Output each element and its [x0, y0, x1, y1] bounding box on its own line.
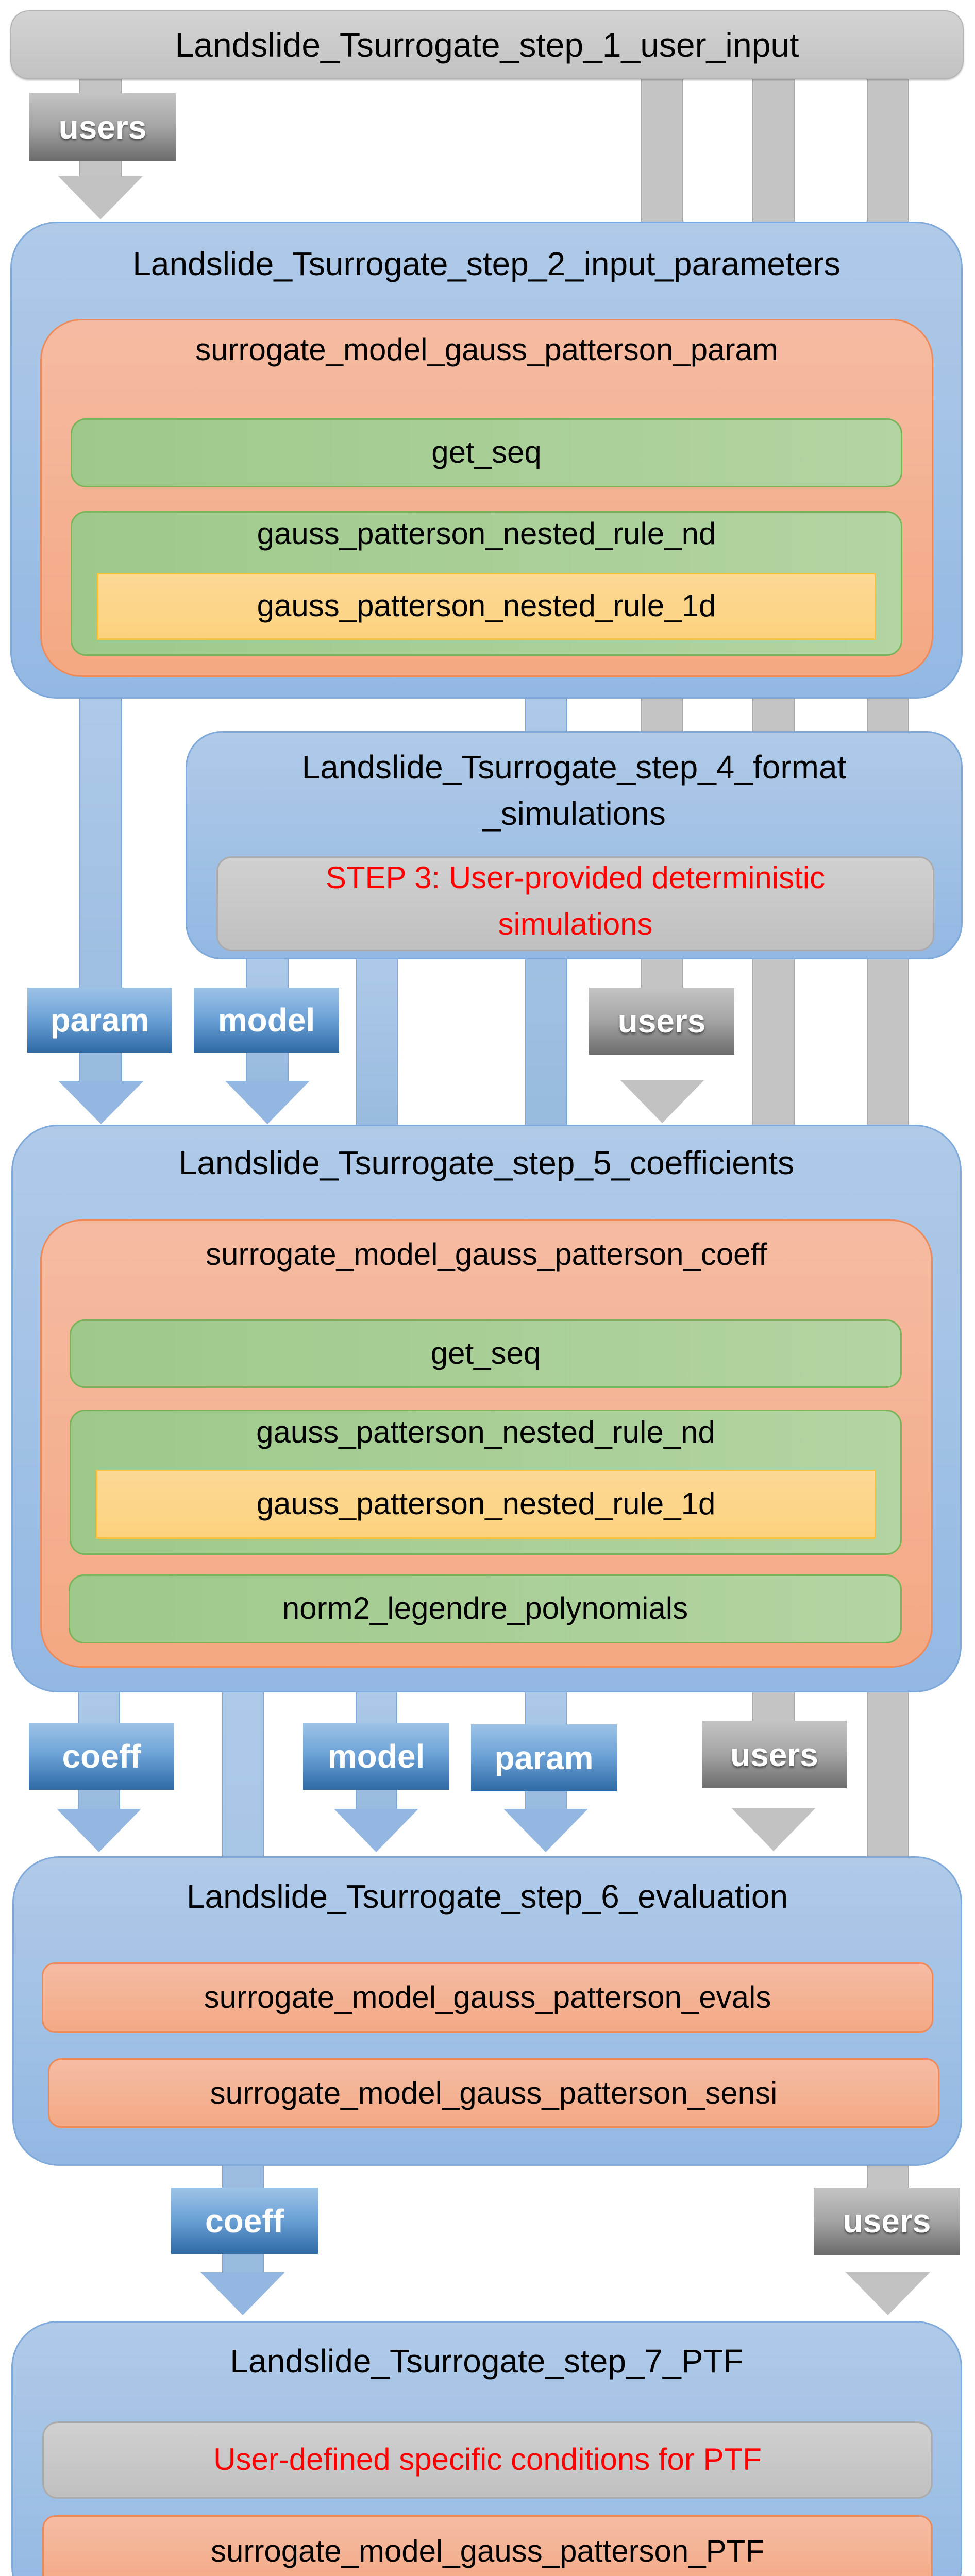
- step3-user-simulations-box: STEP 3: User-provided deterministic simu…: [216, 856, 934, 951]
- step2-title: Landslide_Tsurrogate_step_2_input_parame…: [132, 245, 840, 282]
- step5-title: Landslide_Tsurrogate_step_5_coefficients: [178, 1144, 795, 1181]
- flow-label-model-2: model: [303, 1723, 449, 1790]
- arrowhead-model-2: [334, 1809, 418, 1852]
- step3-label-line1: STEP 3: User-provided deterministic: [325, 860, 826, 895]
- flow-label-users-2: users: [589, 988, 734, 1055]
- step1-title: Landslide_Tsurrogate_step_1_user_input: [175, 26, 799, 64]
- step2-function-get-seq-label: get_seq: [431, 435, 542, 469]
- step5-function-norm2: norm2_legendre_polynomials: [69, 1574, 902, 1643]
- step4-title-line2: _simulations: [482, 795, 666, 832]
- flow-label-users-1: users: [29, 93, 176, 161]
- arrowhead-users-4: [846, 2272, 930, 2315]
- step6-module-evals: surrogate_model_gauss_patterson_evals: [42, 1962, 933, 2033]
- step2-module-box: surrogate_model_gauss_patterson_param ge…: [40, 319, 933, 677]
- step6-title: Landslide_Tsurrogate_step_6_evaluation: [186, 1878, 788, 1915]
- step5-module-box: surrogate_model_gauss_patterson_coeff ge…: [40, 1219, 933, 1668]
- flow-label-coeff-1: coeff: [29, 1723, 174, 1790]
- step3-label-line2: simulations: [498, 907, 653, 941]
- step5-nested-1d: gauss_patterson_nested_rule_1d: [96, 1470, 876, 1539]
- step6-module-sensi: surrogate_model_gauss_patterson_sensi: [48, 2058, 939, 2128]
- flow-label-users-4: users: [814, 2188, 960, 2255]
- step7-module-ptf: surrogate_model_gauss_patterson_PTF: [42, 2515, 933, 2576]
- step7-module-ptf-label: surrogate_model_gauss_patterson_PTF: [211, 2534, 764, 2568]
- step6-module-sensi-label: surrogate_model_gauss_patterson_sensi: [210, 2076, 778, 2110]
- arrowhead-coeff-1: [57, 1809, 141, 1852]
- flow-label-coeff-2: coeff: [171, 2188, 318, 2254]
- step2-function-get-seq: get_seq: [71, 418, 902, 487]
- step5-function-nd-label: gauss_patterson_nested_rule_nd: [256, 1415, 715, 1449]
- step5-function-get-seq-label: get_seq: [430, 1336, 541, 1370]
- step5-function-norm2-label: norm2_legendre_polynomials: [282, 1591, 688, 1625]
- step2-function-nd-label: gauss_patterson_nested_rule_nd: [257, 516, 716, 551]
- step5-function-get-seq: get_seq: [70, 1319, 902, 1388]
- step1-user-input-box: Landslide_Tsurrogate_step_1_user_input: [10, 10, 964, 79]
- arrowhead-param-1: [58, 1081, 144, 1124]
- arrowhead-users-1: [58, 176, 143, 219]
- flow-label-model-1: model: [194, 988, 339, 1053]
- step5-coefficients-box: Landslide_Tsurrogate_step_5_coefficients…: [11, 1125, 962, 1692]
- step5-function-nd: gauss_patterson_nested_rule_nd gauss_pat…: [70, 1410, 902, 1555]
- arrowhead-users-3: [731, 1808, 816, 1851]
- arrowhead-model-1: [225, 1081, 310, 1124]
- connector-step4-step5: [356, 953, 398, 1133]
- step2-module-label: surrogate_model_gauss_patterson_param: [195, 332, 778, 367]
- step5-nested-1d-label: gauss_patterson_nested_rule_1d: [256, 1486, 716, 1521]
- step7-user-conditions-label: User-defined specific conditions for PTF: [213, 2442, 762, 2477]
- step4-format-simulations-box: Landslide_Tsurrogate_step_4_format _simu…: [186, 731, 963, 959]
- flow-label-param-1: param: [27, 988, 172, 1053]
- arrowhead-coeff-2: [200, 2272, 285, 2315]
- step6-evaluation-box: Landslide_Tsurrogate_step_6_evaluation s…: [12, 1856, 962, 2166]
- step7-title: Landslide_Tsurrogate_step_7_PTF: [230, 2343, 744, 2380]
- step2-nested-1d-label: gauss_patterson_nested_rule_1d: [257, 588, 716, 623]
- arrowhead-users-2: [620, 1080, 704, 1123]
- flow-label-users-3: users: [702, 1721, 847, 1788]
- step2-input-parameters-box: Landslide_Tsurrogate_step_2_input_parame…: [10, 222, 963, 699]
- step5-module-label: surrogate_model_gauss_patterson_coeff: [206, 1237, 767, 1272]
- step6-module-evals-label: surrogate_model_gauss_patterson_evals: [204, 1980, 771, 2014]
- flow-label-param-2: param: [471, 1724, 617, 1791]
- step7-ptf-box: Landslide_Tsurrogate_step_7_PTF User-def…: [11, 2321, 962, 2576]
- step2-function-nd: gauss_patterson_nested_rule_nd gauss_pat…: [71, 511, 902, 656]
- step2-nested-1d: gauss_patterson_nested_rule_1d: [97, 573, 876, 640]
- step7-user-conditions-box: User-defined specific conditions for PTF: [42, 2421, 933, 2499]
- step4-title-line1: Landslide_Tsurrogate_step_4_format: [301, 749, 847, 786]
- arrowhead-param-2: [503, 1809, 588, 1852]
